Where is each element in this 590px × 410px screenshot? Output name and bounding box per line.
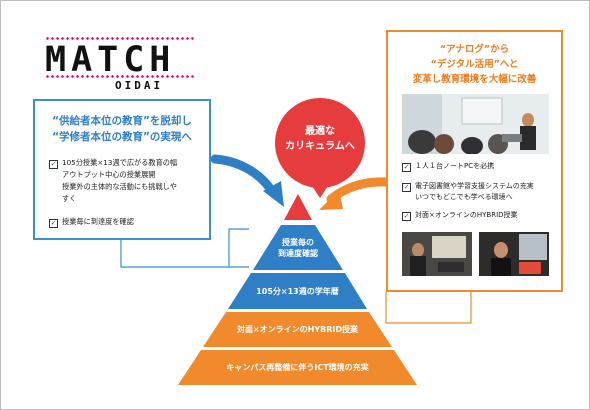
left-box-title: “供給者本位の教育”を脱却し “学修者本位の教育”の実現へ bbox=[35, 113, 209, 145]
checkbox-icon: ✓ bbox=[402, 183, 411, 192]
hybrid-class-photo-1 bbox=[402, 232, 472, 276]
tier-1-label: 授業毎の 到達度確認 bbox=[278, 238, 318, 258]
checkbox-icon: ✓ bbox=[402, 212, 411, 221]
left-list-item: ✓授業毎に到達度を確認 bbox=[49, 217, 134, 228]
tier-3-label: 対面×オンラインのHYBRID授業 bbox=[236, 325, 359, 334]
logo-text: MATCH bbox=[45, 40, 176, 80]
pyramid-tier-4 bbox=[178, 350, 417, 385]
right-title-line: “アナログ”から bbox=[439, 44, 510, 55]
logo-subtext: OIDAI bbox=[115, 79, 164, 92]
pyramid-apex bbox=[284, 194, 312, 220]
right-title-line: 変革し教育環境を大幅に改善 bbox=[412, 74, 537, 85]
pyramid-tier-2 bbox=[228, 273, 367, 309]
classroom-photo-art bbox=[402, 94, 549, 154]
checkbox-icon: ✓ bbox=[49, 160, 58, 169]
left-arrow-head bbox=[263, 181, 284, 207]
hybrid-class-photo-2 bbox=[479, 232, 549, 276]
left-title-line: “供給者本位の教育”を脱却し bbox=[52, 115, 192, 127]
classroom-photo bbox=[402, 94, 549, 154]
left-list-item: ✓105分授業×13週で広がる教育の幅 アウトプット中心の授業展開 授業外の主体… bbox=[49, 158, 178, 203]
checkbox-icon: ✓ bbox=[49, 219, 58, 228]
right-list-item: ✓１人１台ノートPCを必携 bbox=[402, 162, 495, 172]
logo-dot-row bbox=[45, 37, 195, 40]
right-box-title: “アナログ”から “デジタル活用”へと 変革し教育環境を大幅に改善 bbox=[388, 42, 561, 87]
right-info-box: “アナログ”から “デジタル活用”へと 変革し教育環境を大幅に改善 ✓１人１台ノ… bbox=[386, 30, 563, 292]
checkbox-icon: ✓ bbox=[402, 163, 411, 172]
left-title-line: “学修者本位の教育”の実現へ bbox=[52, 131, 192, 143]
logo-dot-row bbox=[45, 75, 195, 78]
hybrid-photo-1-art bbox=[402, 232, 472, 276]
match-logo: MATCH OIDAI bbox=[45, 37, 195, 97]
optimal-curriculum-bubble: 最適な カリキュラムへ bbox=[275, 98, 365, 188]
right-list-item: ✓対面×オンラインのHYBRID授業 bbox=[402, 211, 518, 221]
pyramid-tier-3 bbox=[203, 312, 392, 347]
pyramid-tier-1 bbox=[253, 225, 343, 270]
left-info-box: “供給者本位の教育”を脱却し “学修者本位の教育”の実現へ ✓105分授業×13… bbox=[33, 99, 211, 240]
right-list-item: ✓電子図書館や学習支援システムの充実 いつでもどこでも学べる環境へ bbox=[402, 182, 534, 201]
hybrid-photo-2-art bbox=[479, 232, 549, 276]
right-arrow-head bbox=[319, 190, 343, 210]
tier-2-label: 105分×13週の学年暦 bbox=[256, 287, 339, 296]
tier-4-label: キャンパス再整備に伴うICT環境の充実 bbox=[226, 363, 369, 372]
right-title-line: “デジタル活用”へと bbox=[430, 59, 519, 70]
bubble-text: 最適な カリキュラムへ bbox=[285, 126, 355, 152]
